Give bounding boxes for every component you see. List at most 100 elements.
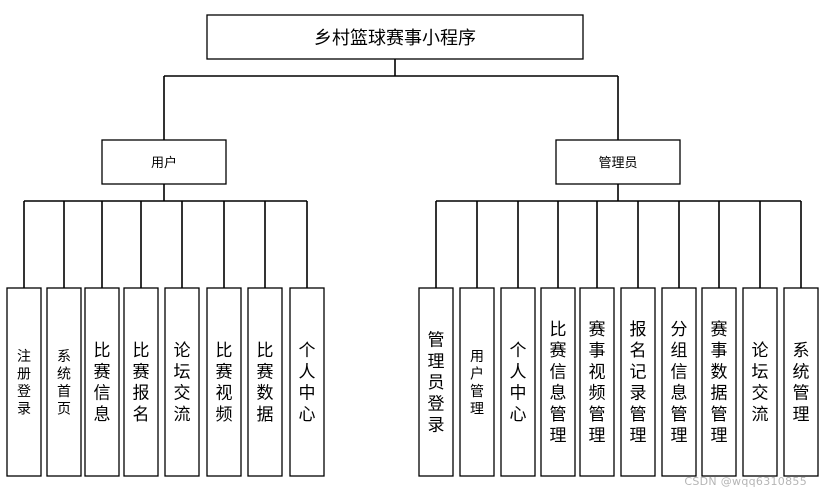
user-leaf-char: 赛 [257,361,274,382]
user-leaf-char: 系 [57,349,71,365]
user-leaf-label: 比赛报名 [133,341,150,425]
admin-leaf-char: 数 [711,362,728,382]
admin-leaf-box [459,287,495,477]
user-leaf-char: 册 [17,366,31,382]
user-leaf-label: 比赛信息 [94,341,111,425]
admin-leaf-char: 理 [428,352,445,372]
user-leaf-char: 息 [94,405,111,425]
admin-leaf-box [620,287,656,477]
admin-leaf-char: 理 [550,426,567,446]
admin-leaf-char: 坛 [752,362,769,382]
admin-leaf-label: 系统管理 [793,341,810,425]
user-leaf-char: 信 [94,384,111,404]
admin-leaf-char: 统 [793,362,810,382]
user-leaf-box [247,287,283,477]
admin-leaf-char: 管 [671,405,688,425]
user-leaf-box [164,287,200,477]
user-leaf-char: 页 [57,401,71,417]
admin-leaf-label: 赛事视频管理 [589,319,606,446]
admin-leaf-char: 事 [711,341,728,361]
admin-leaf-char: 录 [630,384,647,404]
admin-leaf-char: 户 [470,365,484,382]
user-leaf-char: 录 [17,401,31,417]
user-leaf-char: 论 [174,341,191,361]
user-leaf-char: 比 [133,341,150,361]
admin-leaf-char: 管 [470,384,484,400]
admin-leaf-char: 比 [550,320,567,340]
admin-leaf-char: 流 [752,405,769,425]
user-leaf-char: 个 [299,341,316,361]
admin-leaf-char: 理 [589,426,606,446]
admin-leaf-char: 赛 [711,319,728,340]
admin-leaf-char: 据 [711,384,728,404]
admin-label: 管理员 [598,156,637,171]
admin-leaf-char: 人 [510,362,527,382]
user-leaf-char: 赛 [94,361,111,382]
user-leaf-char: 视 [216,384,233,404]
admin-leaf-char: 交 [752,384,769,404]
admin-leaf-char: 理 [671,426,688,446]
admin-leaf-label: 个人中心 [510,341,527,425]
admin-leaf-char: 事 [589,341,606,361]
user-leaf-char: 流 [174,405,191,425]
user-leaf-char: 心 [299,405,316,425]
admin-leaf-char: 管 [630,405,647,425]
admin-leaf-char: 管 [589,405,606,425]
admin-leaf-label: 比赛信息管理 [550,320,567,446]
connector-lines [23,59,802,288]
user-leaf-char: 比 [257,341,274,361]
admin-leaf-char: 理 [793,405,810,425]
admin-leaf-char: 理 [470,401,484,417]
root-box [206,14,584,60]
admin-leaf-char: 管 [550,405,567,425]
admin-leaf-char: 信 [550,362,567,382]
admin-leaf-char: 理 [630,426,647,446]
admin-leaf-char: 理 [711,426,728,446]
admin-leaf-char: 信 [671,362,688,382]
admin-leaf-char: 个 [510,341,527,361]
user-leaf-label: 论坛交流 [174,341,191,425]
admin-leaf-box [418,287,454,477]
user-leaf-box [84,287,120,477]
user-label: 用户 [151,155,177,171]
user-leaf-char: 比 [94,341,111,361]
user-leaf-label: 比赛数据 [257,341,274,425]
user-leaf-label: 系统首页 [57,349,71,418]
user-leaf-char: 比 [216,341,233,361]
user-leaf-box [123,287,159,477]
user-box [101,139,227,185]
admin-leaf-char: 论 [752,341,769,361]
admin-leaf-label: 报名记录管理 [630,320,647,446]
user-leaf-char: 统 [57,366,71,382]
admin-leaf-box [540,287,576,477]
admin-leaf-char: 赛 [550,340,567,361]
admin-leaf-box [661,287,697,477]
admin-leaf-char: 登 [428,394,445,414]
admin-leaf-box [742,287,778,477]
leaf-nodes: 注册登录系统首页比赛信息比赛报名论坛交流比赛视频比赛数据个人中心管理员登录用户管… [6,287,819,477]
admin-leaf-box [783,287,819,477]
admin-leaf-char: 赛 [589,319,606,340]
user-leaf-char: 中 [299,384,316,404]
user-leaf-char: 注 [17,349,31,365]
user-leaf-box [6,287,42,477]
admin-leaf-char: 息 [671,384,688,404]
user-leaf-char: 数 [257,384,274,404]
user-leaf-char: 据 [257,405,274,425]
watermark: CSDN @wqq6310855 [684,475,807,488]
admin-leaf-char: 分 [671,320,688,340]
user-leaf-box [46,287,82,477]
admin-leaf-char: 管 [711,405,728,425]
user-leaf-char: 赛 [216,361,233,382]
admin-leaf-char: 系 [793,341,810,361]
user-leaf-box [206,287,242,477]
admin-leaf-label: 用户管理 [470,349,484,418]
user-leaf-char: 登 [17,384,31,400]
admin-leaf-char: 频 [589,384,606,404]
user-leaf-label: 比赛视频 [216,341,233,425]
admin-leaf-char: 管 [793,384,810,404]
admin-leaf-char: 员 [428,373,445,393]
user-leaf-char: 交 [174,384,191,404]
root-label: 乡村篮球赛事小程序 [314,28,476,49]
user-leaf-char: 赛 [133,361,150,382]
